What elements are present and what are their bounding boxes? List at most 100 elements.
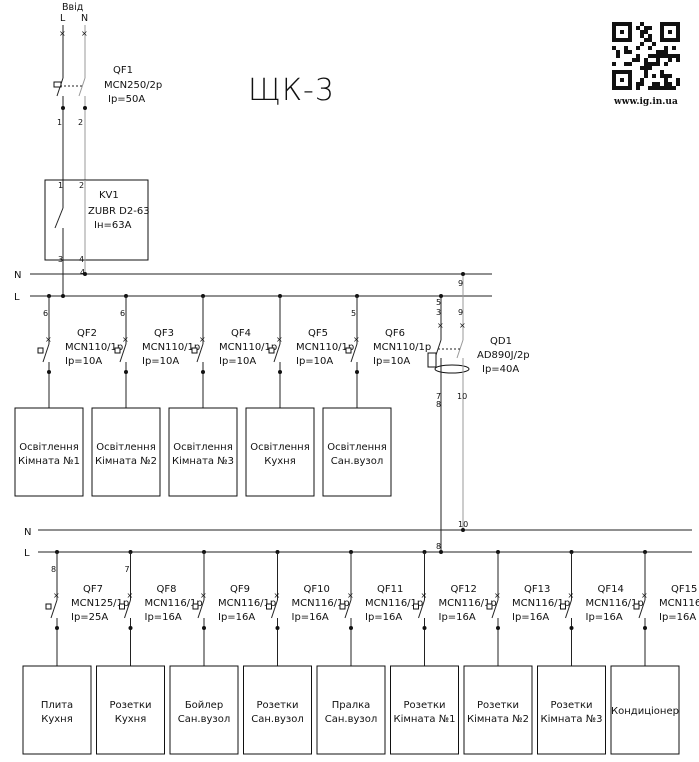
load-name: Розетки xyxy=(551,700,593,711)
kv1-name: KV1 xyxy=(99,190,119,201)
website-link[interactable]: www.ig.in.ua xyxy=(613,97,678,107)
qd1-name: QD1 xyxy=(490,336,512,347)
breaker-name: QF9 xyxy=(230,584,250,595)
junction-dot xyxy=(83,272,87,276)
qd1-wire-7: 7 xyxy=(436,392,441,401)
junction-dot xyxy=(439,294,443,298)
junction-dot xyxy=(461,272,465,276)
qf1-rating: Ip=50A xyxy=(108,94,145,105)
breaker-name: QF5 xyxy=(308,328,328,339)
breaker-model: MCN116/1p xyxy=(512,598,570,609)
load-box xyxy=(322,407,392,497)
load-location: Сан.вузол xyxy=(178,714,230,725)
junction-dot xyxy=(349,626,353,630)
junction-dot xyxy=(128,626,133,630)
branch-wire-number: 6 xyxy=(120,309,125,318)
breaker-rating: Ip=16A xyxy=(365,612,402,623)
bus-top-wire-4: 4 xyxy=(80,268,85,277)
breaker-model: MCN116/1p xyxy=(365,598,423,609)
branch-wire-number: 5 xyxy=(351,309,356,318)
qd1-wire-9a: 9 xyxy=(458,279,463,288)
bus-bottom-n-label: N xyxy=(24,527,31,538)
x-mark: × xyxy=(494,591,501,600)
breaker-name: QF13 xyxy=(524,584,550,595)
qf1-breaker[interactable] xyxy=(53,77,86,180)
qd1-model: AD890J/2p xyxy=(477,350,530,361)
qd1-rcd[interactable] xyxy=(427,274,470,552)
junction-dot xyxy=(61,106,65,110)
load-location: Кухня xyxy=(41,714,73,725)
x-mark: × xyxy=(276,335,283,344)
breaker-model: MCN116/1p xyxy=(218,598,276,609)
load-name: Освітлення xyxy=(327,441,387,453)
breaker-model: MCN110/1p xyxy=(142,342,200,353)
breaker-rating: Ip=25A xyxy=(71,612,108,623)
x-mark: × xyxy=(568,591,575,600)
bus-bottom-wire-8: 8 xyxy=(436,542,441,551)
bus-bottom-wire-10: 10 xyxy=(458,520,468,529)
breaker-rating: Ip=16A xyxy=(292,612,329,623)
junction-dot xyxy=(202,626,206,630)
junction-dot xyxy=(422,626,427,630)
breaker-name: QF10 xyxy=(304,584,330,595)
x-mark: × xyxy=(459,321,466,330)
breaker-model: MCN110/1p xyxy=(373,342,431,353)
x-mark: × xyxy=(127,591,134,600)
bus-top-l-label: L xyxy=(14,292,20,303)
branch-wire-number: 8 xyxy=(51,565,56,574)
breaker-name: QF7 xyxy=(83,584,103,595)
breaker-model: MCN116/1p xyxy=(292,598,350,609)
kv1-relay-box[interactable] xyxy=(44,179,149,261)
load-box xyxy=(243,665,312,755)
breaker-name: QF6 xyxy=(385,328,405,339)
qd1-wire-9b: 9 xyxy=(458,308,463,317)
breaker-name: QF14 xyxy=(598,584,624,595)
qd1-rating: Ip=40A xyxy=(482,364,519,375)
load-box xyxy=(390,665,459,755)
load-box xyxy=(91,407,161,497)
breaker-name: QF4 xyxy=(231,328,251,339)
junction-dot xyxy=(569,626,574,630)
qr-code-icon xyxy=(612,22,680,90)
bus-bottom-l-label: L xyxy=(24,548,30,559)
x-mark: × xyxy=(274,591,281,600)
x-mark: × xyxy=(199,335,206,344)
breaker-model: MCN116/1p xyxy=(145,598,203,609)
junction-dot xyxy=(275,626,280,630)
x-mark: × xyxy=(200,591,207,600)
load-name: Розетки xyxy=(110,700,152,711)
x-mark: × xyxy=(59,29,66,38)
junction-dot xyxy=(124,370,128,374)
kv1-model: ZUBR D2-63 xyxy=(88,206,150,217)
junction-dot xyxy=(643,626,647,630)
breaker-rating: Ip=10A xyxy=(373,356,410,367)
load-location: Кухня xyxy=(264,456,296,467)
x-mark: × xyxy=(641,591,648,600)
junction-dot xyxy=(61,294,65,298)
x-mark: × xyxy=(122,335,129,344)
load-box xyxy=(316,665,386,755)
kv1-terminal-1: 1 xyxy=(58,181,63,190)
junction-dot xyxy=(439,550,443,554)
load-name: Розетки xyxy=(257,700,299,711)
load-name: Плита xyxy=(41,700,73,711)
load-name: Розетки xyxy=(404,700,446,711)
breaker-model: MCN125/1p xyxy=(71,598,129,609)
qd1-wire-10: 10 xyxy=(457,392,467,401)
load-location: Кімната №2 xyxy=(467,713,529,725)
